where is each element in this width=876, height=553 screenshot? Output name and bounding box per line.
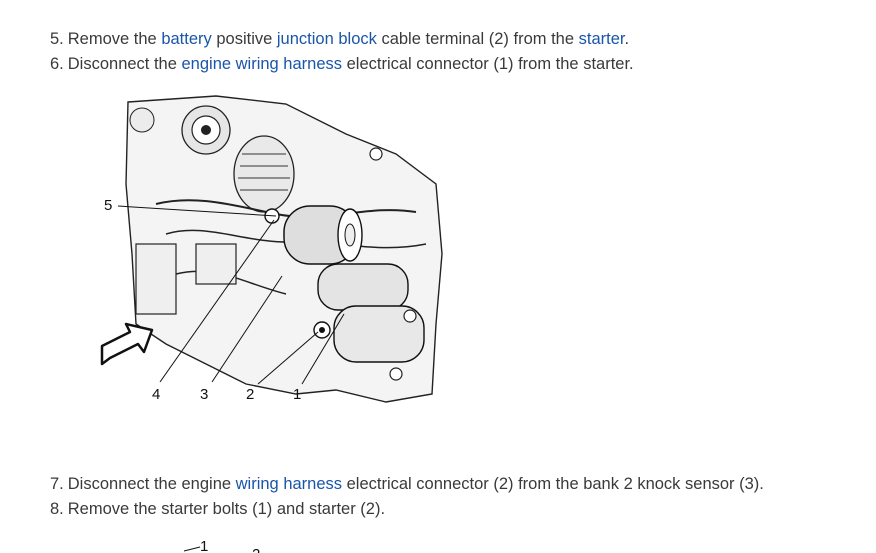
- battery-link[interactable]: battery: [161, 30, 212, 48]
- step-text: .: [624, 30, 630, 48]
- callout-2: 2: [246, 386, 254, 403]
- step-text: Remove the starter bolts (1) and starter…: [67, 500, 386, 518]
- step-text: electrical connector (2) from the bank 2…: [342, 475, 764, 493]
- step-text: Remove the: [67, 30, 162, 48]
- engine-wiring-harness-link[interactable]: engine wiring harness: [181, 55, 343, 73]
- starter-location-illustration: 5 4 3 2 1: [100, 95, 443, 403]
- step-number: 7.: [50, 475, 64, 493]
- instruction-step-6: 6.Disconnect the engine wiring harness e…: [50, 53, 634, 75]
- step-text: electrical connector (1) from the starte…: [342, 55, 634, 73]
- instruction-step-7: 7.Disconnect the engine wiring harness e…: [50, 473, 764, 495]
- step-number: 5.: [50, 30, 64, 48]
- junction-block-link[interactable]: junction block: [276, 30, 377, 48]
- starter-bolts-illustration: 1 2: [183, 538, 260, 553]
- wiring-harness-link[interactable]: wiring harness: [235, 475, 343, 493]
- step-text: Disconnect the: [67, 55, 182, 73]
- step-number: 6.: [50, 55, 64, 73]
- callout-1: 1: [200, 538, 208, 553]
- callout-5: 5: [104, 197, 112, 214]
- step-text: Disconnect the engine: [67, 475, 236, 493]
- callout-3: 3: [200, 386, 208, 403]
- callout-2: 2: [252, 546, 260, 553]
- instruction-step-8: 8.Remove the starter bolts (1) and start…: [50, 498, 385, 520]
- callout-4: 4: [152, 386, 160, 403]
- starter-link[interactable]: starter: [578, 30, 625, 48]
- callout-1: 1: [293, 386, 301, 403]
- step-text: positive: [211, 30, 277, 48]
- step-number: 8.: [50, 500, 64, 518]
- step-text: cable terminal (2) from the: [376, 30, 579, 48]
- instruction-step-5: 5.Remove the battery positive junction b…: [50, 28, 629, 50]
